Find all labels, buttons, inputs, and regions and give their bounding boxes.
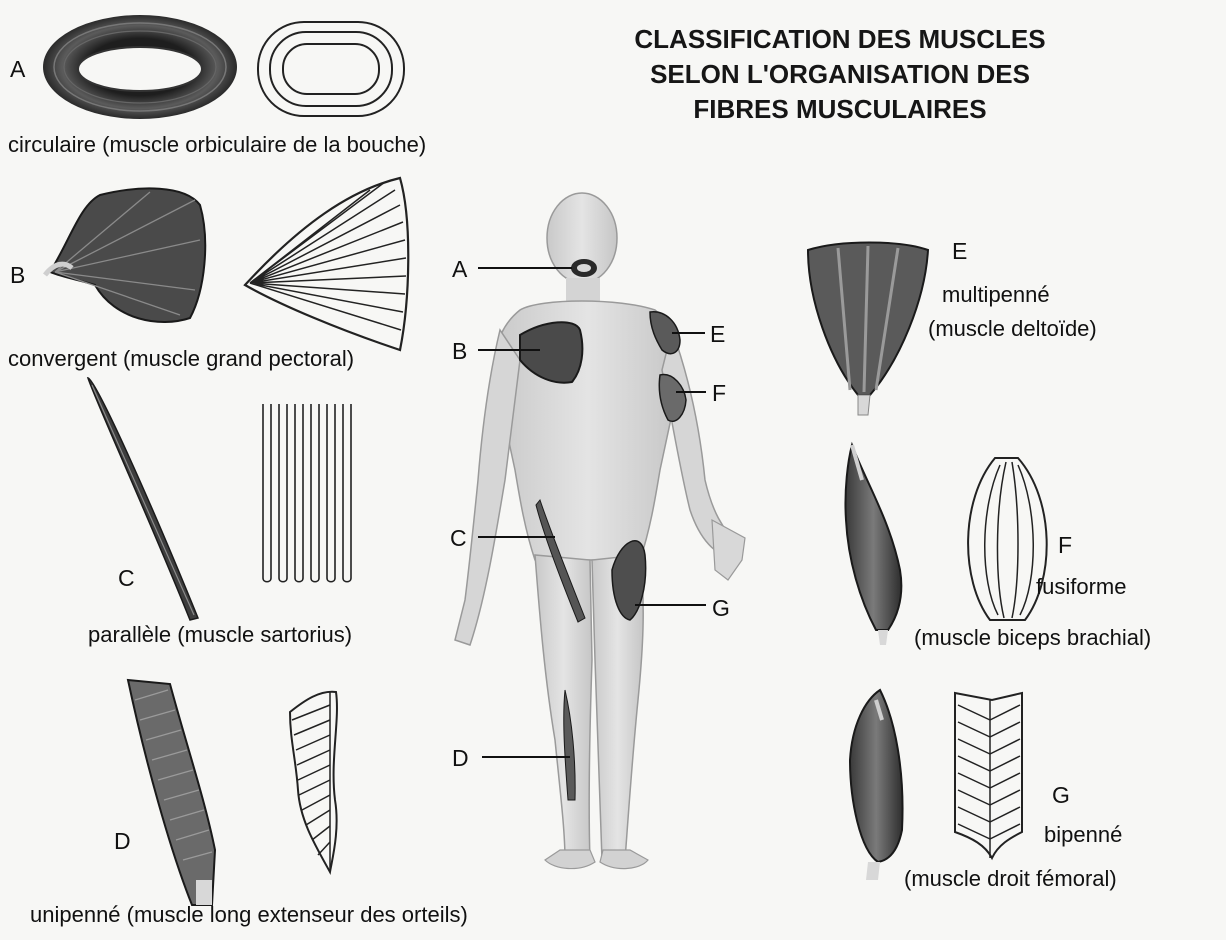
- caption-circular: circulaire (muscle orbiculaire de la bou…: [8, 132, 426, 158]
- bipennate-fiber-schematic: [955, 693, 1022, 858]
- muscle-rectus-femoris: (muscle droit fémoral): [904, 866, 1117, 892]
- body-label-d: D: [452, 745, 469, 772]
- label-g-right: G: [1052, 782, 1070, 809]
- parallel-muscle-illustration: [88, 378, 198, 620]
- label-d-left: D: [114, 828, 131, 855]
- body-label-c: C: [450, 525, 467, 552]
- body-label-a: A: [452, 256, 467, 283]
- label-f-right: F: [1058, 532, 1072, 559]
- type-multipennate: multipenné: [942, 282, 1050, 308]
- body-label-b: B: [452, 338, 467, 365]
- muscle-biceps: (muscle biceps brachial): [914, 625, 1151, 651]
- body-label-g: G: [712, 595, 730, 622]
- type-bipennate: bipenné: [1044, 822, 1122, 848]
- label-a-left: A: [10, 56, 25, 83]
- body-label-f: F: [712, 380, 726, 407]
- human-body-figure: [455, 193, 745, 869]
- multipennate-muscle-illustration: [808, 243, 928, 416]
- convergent-fiber-schematic: [245, 178, 408, 350]
- caption-convergent: convergent (muscle grand pectoral): [8, 346, 354, 372]
- circular-muscle-illustration: [43, 15, 237, 119]
- bipennate-muscle-illustration: [850, 690, 903, 880]
- caption-parallel: parallèle (muscle sartorius): [88, 622, 352, 648]
- fusiform-fiber-schematic: [968, 458, 1047, 620]
- unipennate-fiber-schematic: [290, 692, 337, 872]
- body-label-e: E: [710, 321, 725, 348]
- parallel-fiber-schematic: [263, 404, 351, 582]
- convergent-muscle-illustration: [45, 188, 205, 322]
- caption-unipennate: unipenné (muscle long extenseur des orte…: [30, 902, 468, 928]
- fusiform-muscle-illustration: [845, 445, 901, 645]
- type-fusiform: fusiforme: [1036, 574, 1126, 600]
- muscle-deltoid: (muscle deltoïde): [928, 316, 1097, 342]
- unipennate-muscle-illustration: [128, 680, 215, 905]
- label-e-right: E: [952, 238, 967, 265]
- label-c-left: C: [118, 565, 135, 592]
- label-b-left: B: [10, 262, 25, 289]
- circular-fiber-schematic: [258, 22, 404, 116]
